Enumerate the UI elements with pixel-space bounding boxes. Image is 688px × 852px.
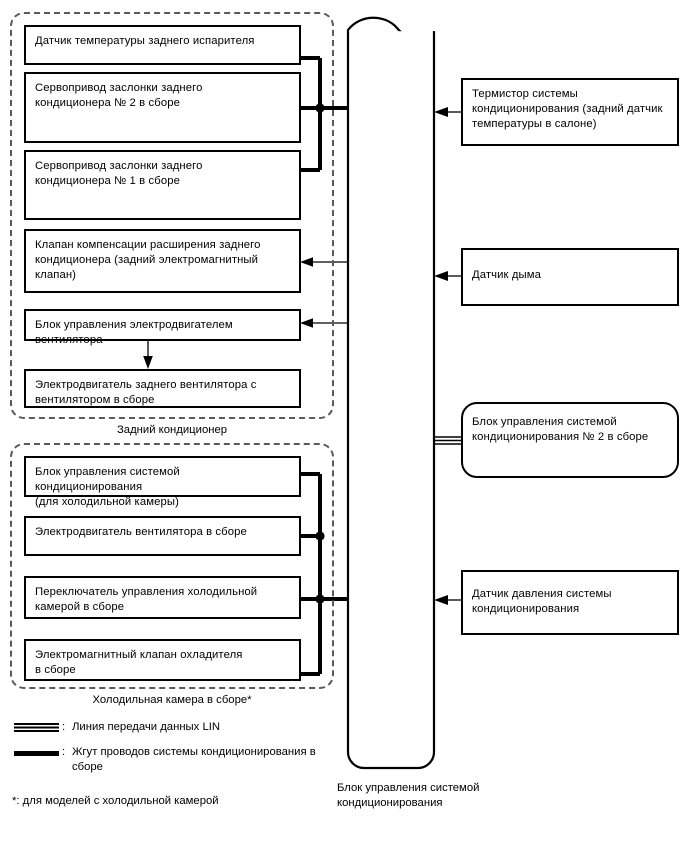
- node-rear-blower-motor[interactable]: Электродвигатель заднего вентилятора с в…: [24, 369, 301, 408]
- node-rear-evap-temp-sensor[interactable]: Датчик температуры заднего испарителя: [24, 25, 301, 65]
- footnote-cool-box: *: для моделей с холодильной камерой: [12, 795, 219, 807]
- node-ac-control-unit-2[interactable]: Блок управления системой кондиционирован…: [461, 402, 679, 478]
- right-signal-arrows: [434, 107, 461, 605]
- node-rear-expansion-valve[interactable]: Клапан компенсации расширения заднего ко…: [24, 229, 301, 293]
- group-cool-box: [10, 443, 334, 689]
- legend-label-lin: Линия передачи данных LIN: [72, 721, 221, 733]
- node-rear-damper-servo-1[interactable]: Сервопривод заслонки заднего кондиционер…: [24, 150, 301, 220]
- node-rear-damper-servo-2[interactable]: Сервопривод заслонки заднего кондиционер…: [24, 72, 301, 143]
- node-smoke-sensor[interactable]: Датчик дыма: [461, 248, 679, 306]
- node-blower-motor-assy[interactable]: Электродвигатель вентилятора в сборе: [24, 516, 301, 556]
- legend-label-harness: Жгут проводов системы кондиционирования …: [72, 746, 316, 773]
- node-coolbox-control-switch[interactable]: Переключатель управления холодильной кам…: [24, 576, 301, 619]
- group-rear-ac-label: Задний кондиционер: [116, 424, 228, 436]
- group-rear-ac: [10, 12, 334, 419]
- lin-data-bus: [434, 436, 461, 445]
- node-ac-thermistor[interactable]: Термистор системы кондиционирования (зад…: [461, 78, 679, 146]
- node-cooler-solenoid-valve[interactable]: Электромагнитный клапан охладителя в сбо…: [24, 639, 301, 681]
- ac-control-unit-main-shape: [346, 16, 436, 770]
- harness-line-symbol: [14, 751, 59, 756]
- lin-line-symbol: [14, 723, 59, 732]
- node-ac-pressure-sensor[interactable]: Датчик давления системы кондиционировани…: [461, 570, 679, 635]
- legend-colon-lin: :: [62, 721, 66, 733]
- node-ac-control-unit-coolbox[interactable]: Блок управления системой кондиционирован…: [24, 456, 301, 508]
- ac-control-unit-main-caption: Блок управления системой кондиционирован…: [337, 782, 480, 809]
- group-cool-box-label: Холодильная камера в сборе*: [92, 694, 252, 706]
- node-blower-motor-control-unit[interactable]: Блок управления электродвигателем вентил…: [24, 309, 301, 346]
- legend-colon-harness: :: [62, 746, 66, 758]
